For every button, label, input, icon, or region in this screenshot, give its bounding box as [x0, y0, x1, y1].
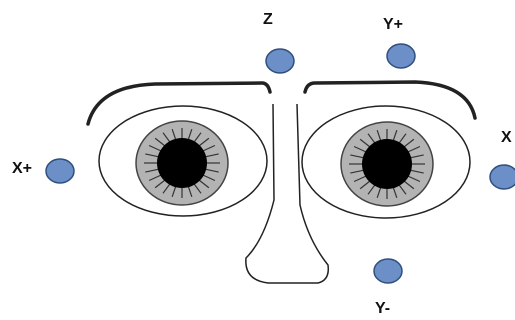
left-iris-rays — [144, 128, 220, 198]
iris-ray — [205, 168, 219, 173]
electrode-x — [489, 164, 515, 190]
iris-ray — [392, 186, 398, 199]
iris-ray — [353, 145, 367, 153]
iris-ray — [407, 175, 421, 183]
iris-ray — [407, 145, 421, 153]
iris-ray — [359, 138, 371, 148]
label-x-plus: X+ — [12, 160, 33, 177]
iris-ray — [193, 132, 202, 143]
iris-ray — [145, 153, 159, 158]
iris-ray — [171, 128, 177, 141]
nose-outline — [245, 103, 330, 284]
right-pupil — [362, 139, 412, 189]
right-iris-rays — [349, 129, 425, 199]
right-eye — [301, 105, 471, 219]
iris-ray — [353, 175, 367, 183]
label-y-plus: Y+ — [383, 16, 404, 33]
left-eyebrow — [86, 81, 272, 126]
iris-ray — [154, 137, 166, 147]
iris-ray — [202, 174, 216, 182]
iris-ray — [350, 154, 364, 159]
iris-ray — [398, 133, 407, 144]
left-eye — [98, 105, 268, 217]
iris-ray — [187, 185, 193, 198]
iris-ray — [193, 183, 202, 194]
iris-ray — [410, 154, 424, 159]
iris-ray — [359, 180, 371, 190]
iris-ray — [198, 179, 210, 189]
label-y-minus: Y- — [375, 300, 391, 317]
iris-ray — [198, 137, 210, 147]
iris-ray — [202, 144, 216, 152]
iris-ray — [403, 138, 415, 148]
iris-ray — [376, 186, 382, 199]
iris-ray — [367, 133, 376, 144]
iris-ray — [148, 144, 162, 152]
label-z: Z — [263, 11, 273, 28]
electrode-z — [265, 48, 295, 74]
iris-ray — [148, 174, 162, 182]
electrode-y-plus — [386, 43, 416, 69]
left-pupil — [157, 138, 207, 188]
iris-ray — [410, 169, 424, 174]
iris-ray — [162, 183, 171, 194]
right-eyebrow — [303, 80, 477, 120]
iris-ray — [350, 169, 364, 174]
iris-ray — [398, 184, 407, 195]
electrode-y-minus — [373, 258, 403, 284]
iris-ray — [162, 132, 171, 143]
electrode-x-plus — [45, 158, 75, 184]
iris-ray — [392, 129, 398, 142]
iris-ray — [187, 128, 193, 141]
iris-ray — [376, 129, 382, 142]
iris-ray — [171, 185, 177, 198]
iris-ray — [154, 179, 166, 189]
label-x: X — [501, 129, 512, 146]
iris-ray — [403, 180, 415, 190]
iris-ray — [145, 168, 159, 173]
iris-ray — [367, 184, 376, 195]
iris-ray — [205, 153, 219, 158]
